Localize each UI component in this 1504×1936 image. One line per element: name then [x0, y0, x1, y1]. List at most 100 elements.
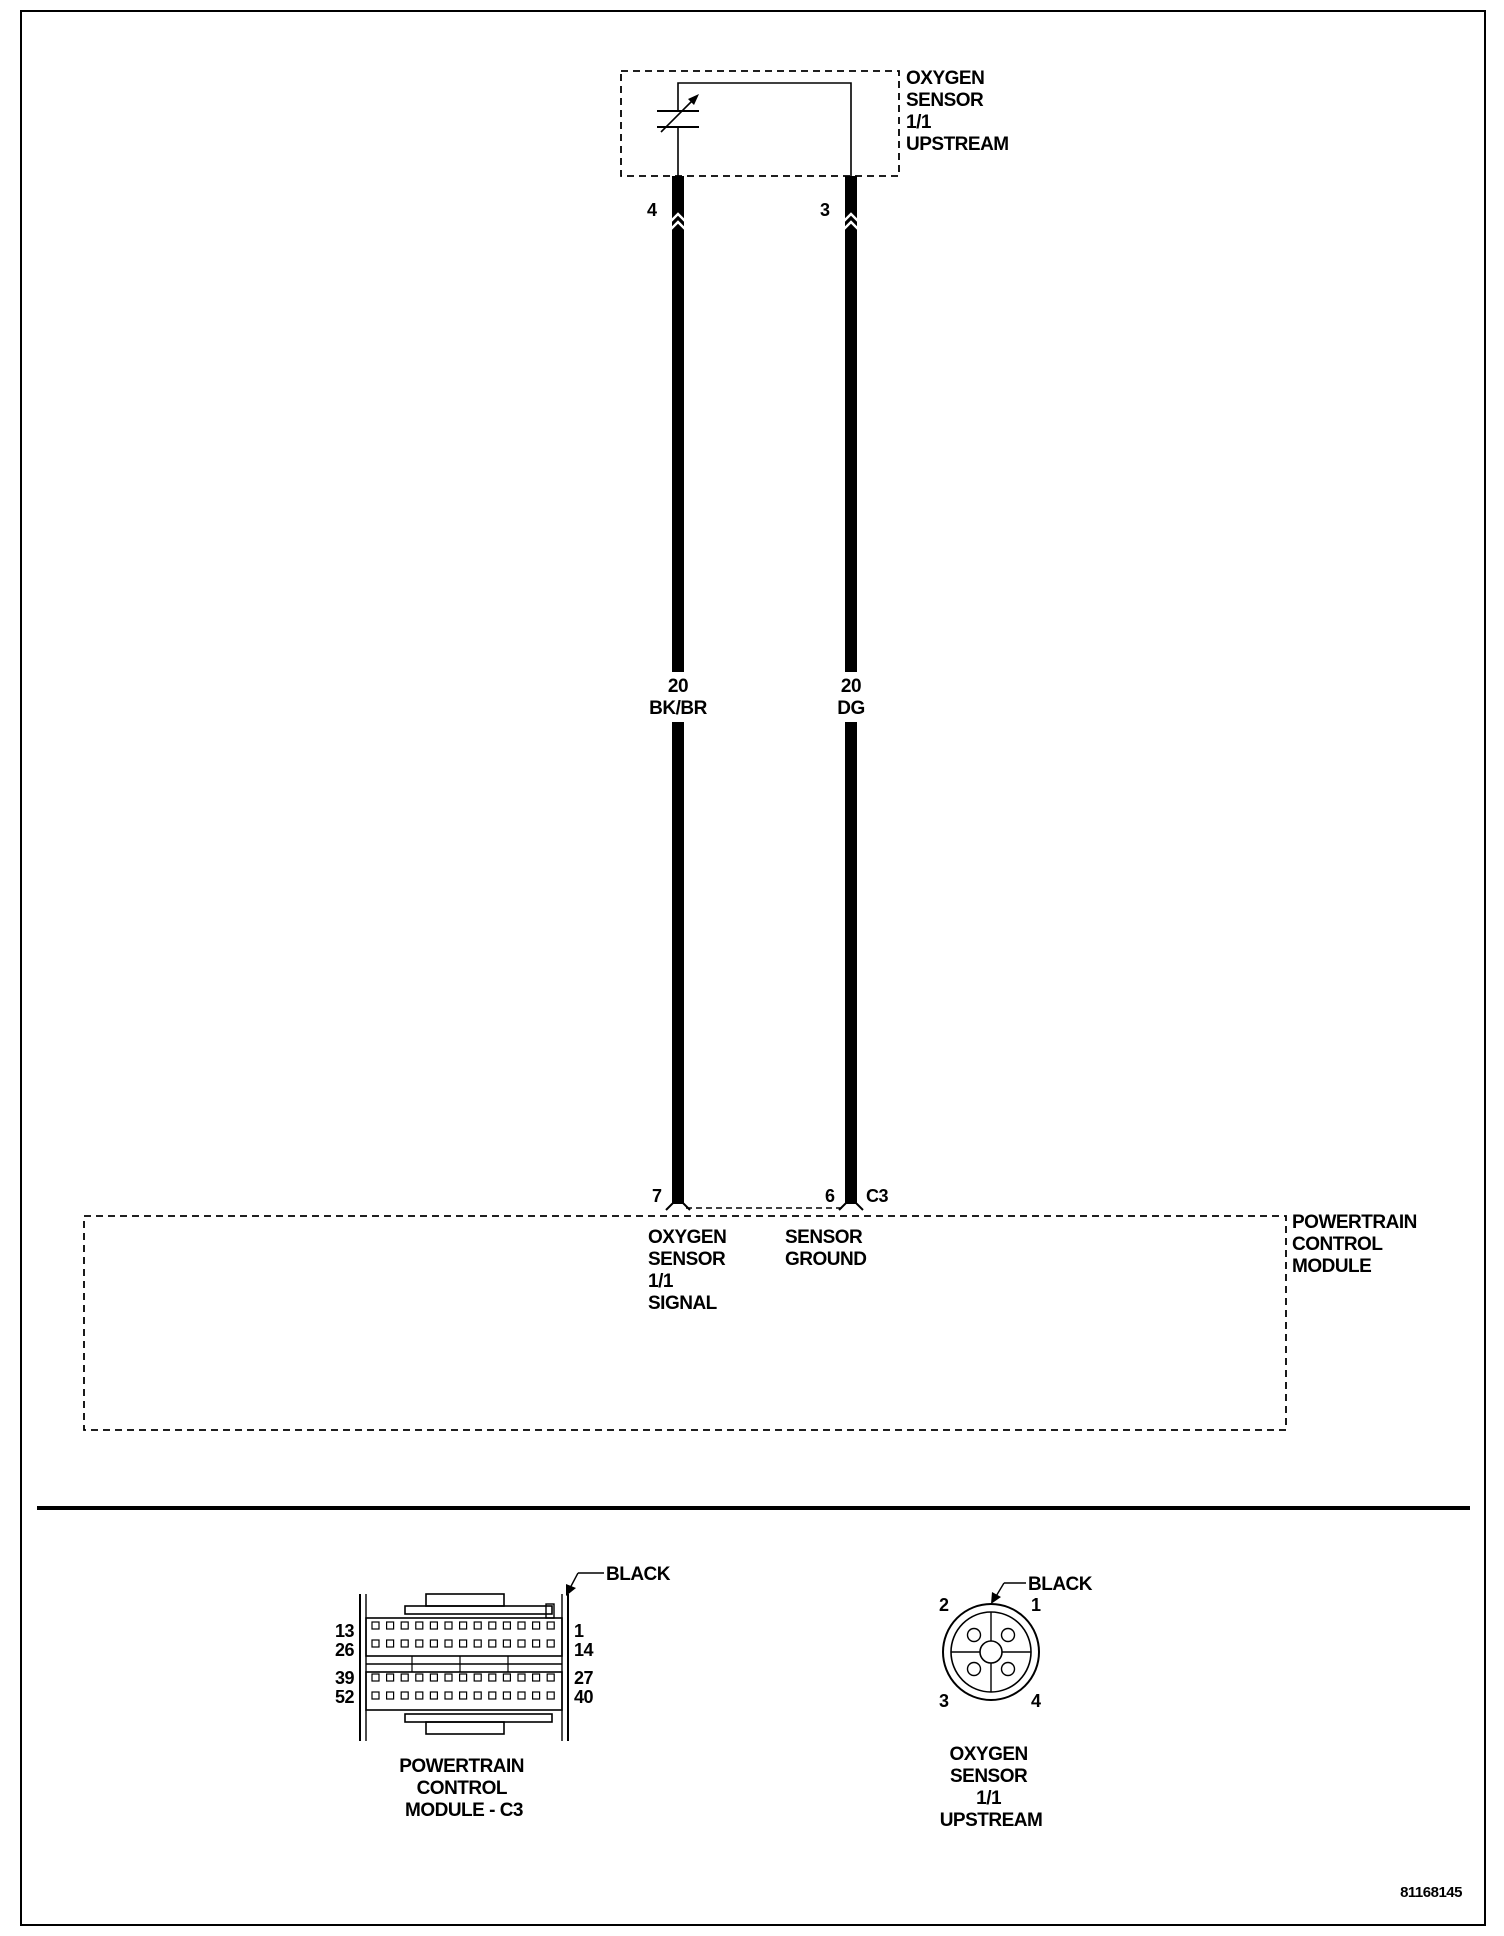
pcm-row-pin-label: 26: [335, 1640, 355, 1660]
pcm-pin-cavity: [429, 1691, 438, 1700]
pcm-pin-cavity: [459, 1639, 468, 1648]
pcm-pin-cavity: [546, 1639, 555, 1648]
pcm-pin-cavity: [371, 1621, 380, 1630]
pcm-ground-pin-label-line: GROUND: [785, 1249, 866, 1270]
oxygen-sensor-connector-face-view: [942, 1603, 1040, 1701]
o2-connector-color-callout: BLACK: [1028, 1574, 1093, 1595]
signal-wire-connector-chevron: [665, 220, 691, 235]
pcm-pin-cavity: [502, 1673, 511, 1682]
variable-element-arrow: [660, 98, 695, 133]
pcm-pin-cavity: [488, 1691, 497, 1700]
pcm-ground-pin-label: SENSOR GROUND: [785, 1227, 867, 1270]
o2-connector-pin-label: 2: [939, 1595, 949, 1615]
pcm-pin-cavity: [473, 1691, 482, 1700]
pcm-connector-callout-arrowhead: [566, 1584, 576, 1596]
pcm-pin-cavity: [386, 1639, 395, 1648]
ground-wire: [838, 176, 864, 1211]
pcm-pin-cavity: [400, 1639, 409, 1648]
pcm-signal-pin-label-line: 1/1: [648, 1271, 674, 1292]
pcm-row-pin-label: 13: [335, 1621, 355, 1641]
o2-connector-pin-label: 3: [939, 1691, 949, 1711]
oxygen-sensor-label-line: SENSOR: [906, 90, 984, 111]
pcm-pin-cavity: [371, 1691, 380, 1700]
pcm-pin-cavity: [415, 1621, 424, 1630]
pcm-pin-cavity: [459, 1691, 468, 1700]
signal-wire-terminal: [665, 1196, 691, 1211]
oxygen-sensor-label: OXYGEN SENSOR 1/1 UPSTREAM: [906, 68, 1009, 155]
o2-connector-pin-cavity: [1000, 1627, 1016, 1643]
o2-connector-caption-line: UPSTREAM: [940, 1810, 1043, 1831]
pcm-pin-cavity: [429, 1621, 438, 1630]
pcm-ground-pin-label-line: SENSOR: [785, 1227, 863, 1248]
o2-connector-caption-line: 1/1: [976, 1788, 1002, 1809]
pcm-connector-caption-line: CONTROL: [417, 1778, 508, 1799]
pcm-pin-cavity: [502, 1691, 511, 1700]
sensor-pin-3-label: 3: [820, 200, 830, 220]
pcm-pin-cavity: [459, 1673, 468, 1682]
o2-connector-caption-line: SENSOR: [950, 1766, 1028, 1787]
pcm-pin-cavity: [400, 1691, 409, 1700]
pcm-pin-cavity: [517, 1621, 526, 1630]
page-frame: [20, 10, 1486, 1926]
o2-connector-pin-label: 1: [1031, 1595, 1041, 1615]
pcm-signal-pin-label: OXYGEN SENSOR 1/1 SIGNAL: [648, 1227, 731, 1314]
pcm-pin-cavity: [531, 1621, 541, 1630]
pcm-pin-cavity: [386, 1621, 395, 1630]
pcm-pin-cavity: [429, 1639, 438, 1648]
o2-connector-center: [979, 1640, 1003, 1664]
pcm-pin-cavity: [444, 1691, 453, 1700]
pcm-pin-cavity: [488, 1673, 497, 1682]
signal-wire: [665, 176, 691, 1211]
signal-wire-color: BK/BR: [649, 698, 707, 719]
pcm-connector-upper-block: [365, 1617, 563, 1657]
oxygen-sensor-label-line: 1/1: [906, 112, 932, 133]
pcm-pin-cavity: [517, 1673, 526, 1682]
pcm-pin-6-label: 6: [825, 1186, 835, 1206]
pcm-pin-cavity: [473, 1673, 482, 1682]
pcm-connector-caption: POWERTRAIN CONTROL MODULE - C3: [399, 1756, 529, 1821]
o2-connector-pin-cavity: [966, 1627, 982, 1643]
pcm-pin-cavity: [444, 1673, 453, 1682]
o2-connector-pin-cavity: [1000, 1661, 1016, 1677]
pcm-pin-cavity: [400, 1621, 409, 1630]
variable-element-arrowhead: [688, 94, 699, 105]
pcm-pin-cavity: [517, 1639, 526, 1648]
pcm-connector-latch-top: [425, 1593, 505, 1607]
pcm-connector-pin-cavities: [371, 1621, 555, 1700]
signal-wire-connector-chevron: [665, 212, 691, 227]
o2-connector-pin-cavity: [966, 1661, 982, 1677]
pcm-module-label-line: CONTROL: [1292, 1234, 1383, 1255]
sensor-internal-wire: [677, 82, 852, 176]
pcm-connector-caption-line: MODULE - C3: [405, 1800, 523, 1821]
pcm-connector-color-callout: BLACK: [606, 1564, 671, 1585]
pcm-outline: [83, 1215, 1287, 1431]
ground-wire-connector-chevron: [838, 212, 864, 227]
pcm-signal-pin-label-line: SENSOR: [648, 1249, 726, 1270]
pcm-pin-cavity: [444, 1639, 453, 1648]
pcm-module-label-line: MODULE: [1292, 1256, 1371, 1277]
pcm-pin-cavity: [444, 1621, 453, 1630]
pcm-signal-pin-label-line: SIGNAL: [648, 1293, 718, 1314]
sensor-pin-4-label: 4: [647, 200, 657, 220]
pcm-pin-cavity: [502, 1621, 511, 1630]
signal-wire-gauge: 20: [668, 676, 688, 697]
pcm-pin-cavity: [473, 1621, 482, 1630]
pcm-pin-cavity: [371, 1673, 380, 1682]
pcm-row-pin-label: 39: [335, 1668, 355, 1688]
pcm-pin-cavity: [415, 1691, 424, 1700]
o2-connector-pin-label: 4: [1031, 1691, 1041, 1711]
pcm-pin-cavity: [488, 1621, 497, 1630]
pcm-connector-lower-block: [365, 1671, 563, 1711]
pcm-pin-cavity: [502, 1639, 511, 1648]
pcm-pin-cavity: [415, 1639, 424, 1648]
oxygen-sensor-label-line: UPSTREAM: [906, 134, 1009, 155]
pcm-pin-cavity: [415, 1673, 424, 1682]
pcm-pin-cavity: [531, 1639, 541, 1648]
pcm-row-pin-label: 40: [574, 1687, 594, 1707]
pcm-pin-cavity: [371, 1639, 380, 1648]
pcm-pin-cavity: [546, 1673, 555, 1682]
pcm-pin-cavity: [429, 1673, 438, 1682]
pcm-row-pin-label: 27: [574, 1668, 594, 1688]
pcm-module-label-line: POWERTRAIN: [1292, 1212, 1417, 1233]
